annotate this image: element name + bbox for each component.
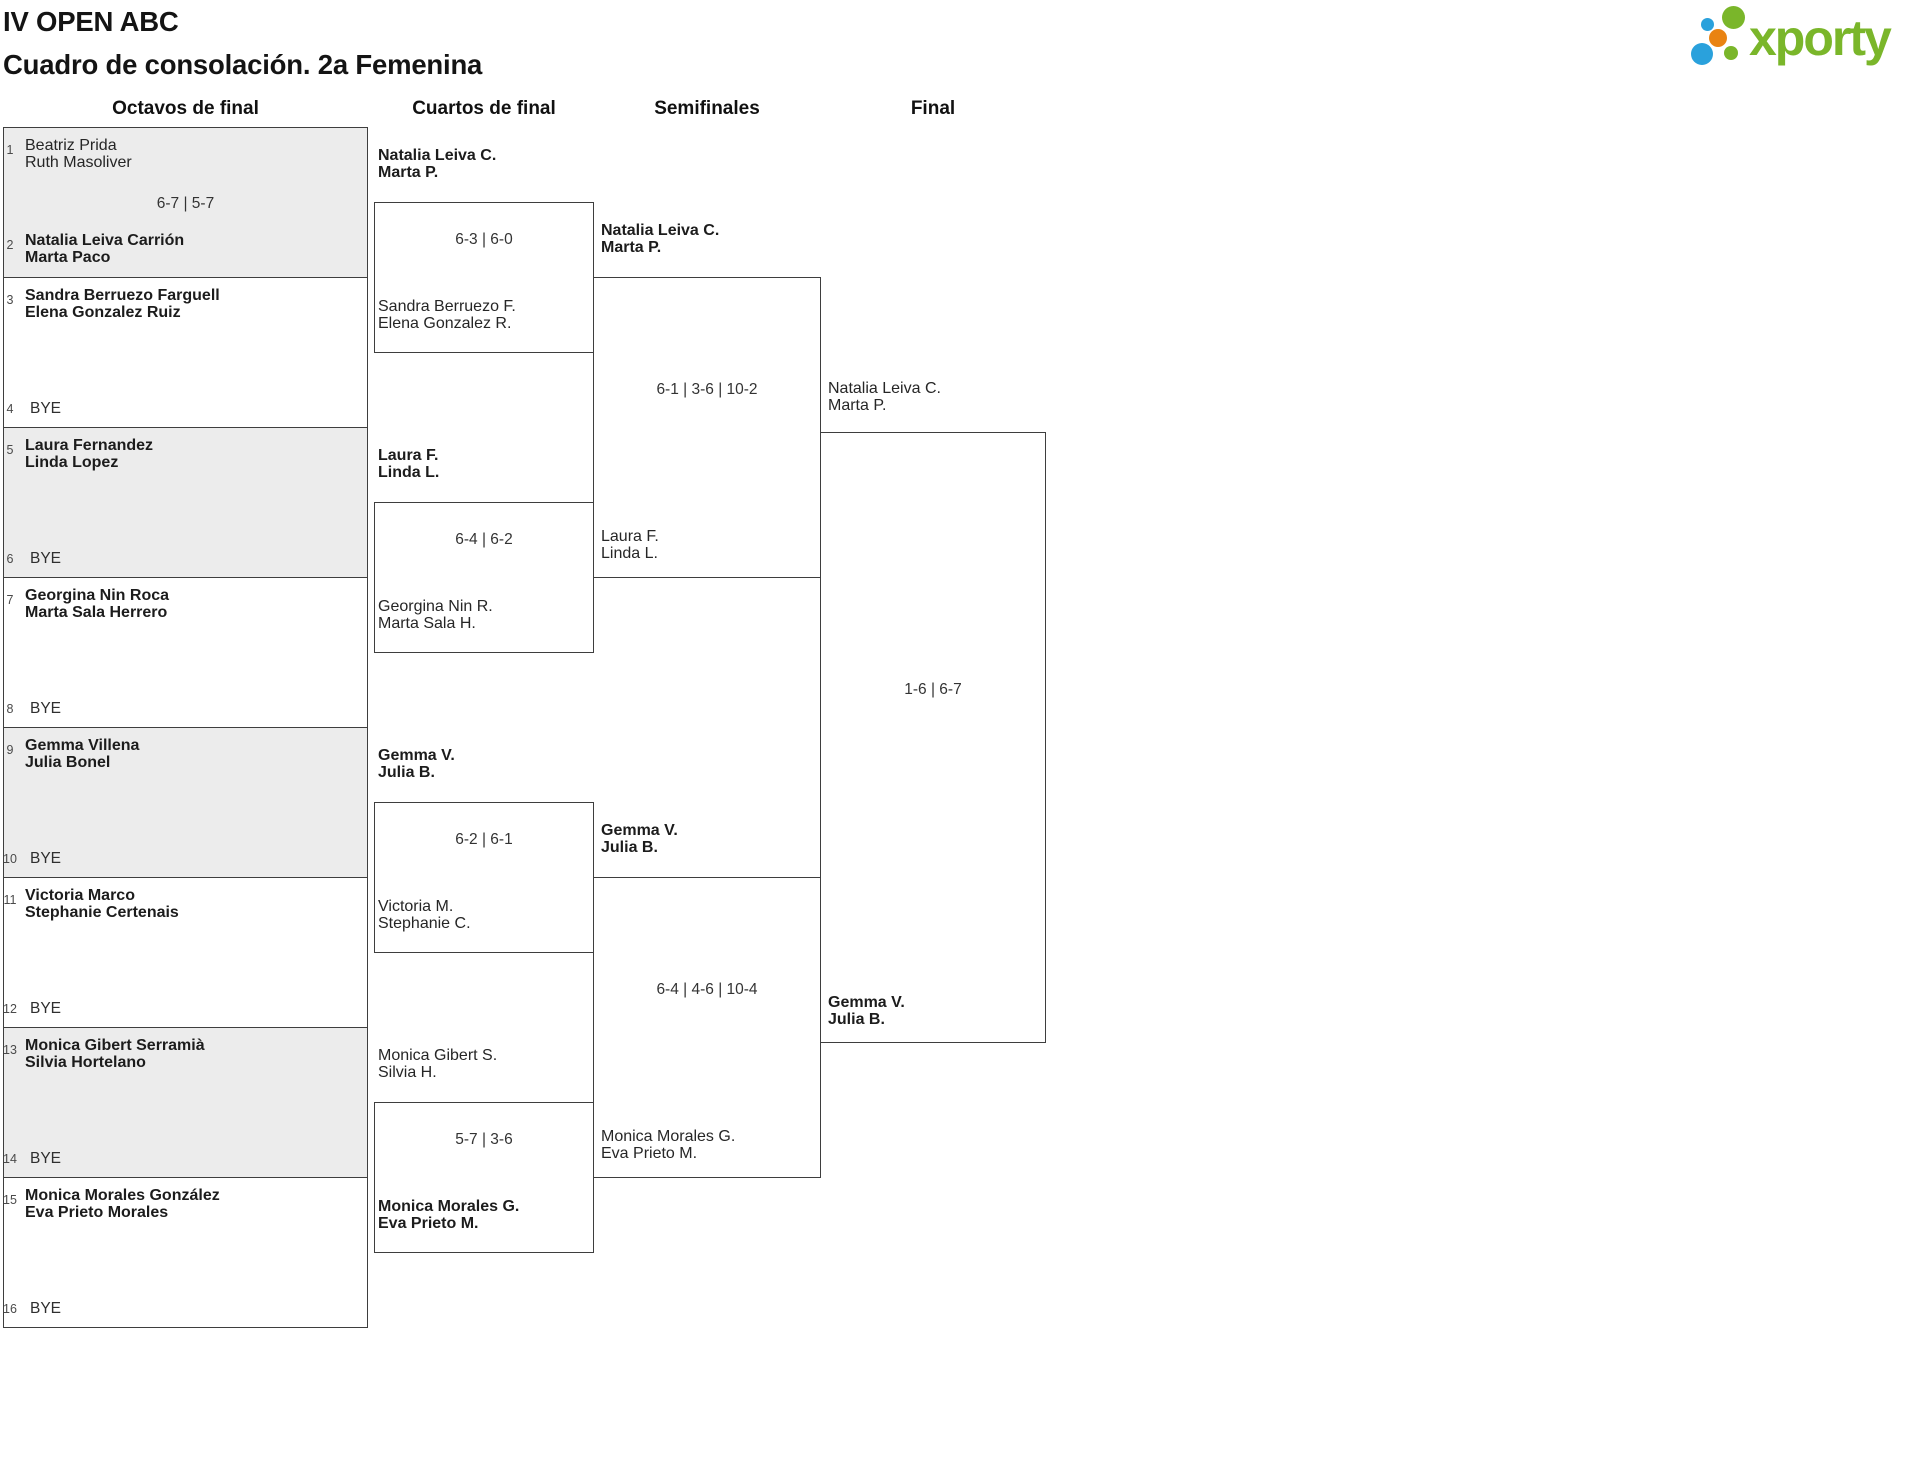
column-header-semifinales: Semifinales [654, 98, 760, 119]
match-score: 6-2 | 6-1 [455, 831, 513, 848]
team-name-line: Silvia H. [378, 1064, 437, 1081]
team-name-line: Natalia Leiva Carrión [25, 232, 185, 249]
orange-dot-icon [1709, 29, 1727, 47]
bye-label: BYE [30, 700, 62, 717]
match-score: 5-7 | 3-6 [455, 1131, 513, 1148]
match-score: 1-6 | 6-7 [904, 681, 962, 698]
team-name-line: Julia Bonel [25, 754, 111, 771]
team-name-line: Stephanie Certenais [25, 904, 179, 921]
seed-number: 4 [6, 402, 14, 416]
match-score: 6-4 | 4-6 | 10-4 [656, 981, 758, 998]
team-name-line: Monica Morales González [25, 1187, 220, 1204]
column-header-final: Final [910, 98, 956, 119]
team-name-line: Monica Gibert Serramià [25, 1037, 205, 1054]
bye-label: BYE [30, 1300, 62, 1317]
team-name-line: Monica Morales G. [601, 1128, 736, 1145]
match-score: 6-7 | 5-7 [156, 195, 215, 212]
team-name-line: Natalia Leiva C. [378, 147, 497, 164]
team-name-line: Stephanie C. [378, 915, 471, 932]
page-title-line2: Cuadro de consolación. 2a Femenina [3, 49, 483, 80]
team-name-line: Beatriz Prida [25, 137, 117, 154]
team-name-line: Georgina Nin R. [378, 598, 493, 615]
xporty-logo[interactable]: xporty [1678, 0, 1920, 70]
green-dot-small-icon [1724, 46, 1738, 60]
semifinal-box [593, 277, 821, 578]
team-name-line: Linda L. [378, 464, 440, 481]
seed-number: 13 [3, 1043, 17, 1057]
team-name-line: Gemma V. [601, 822, 678, 839]
team-name-line: Eva Prieto M. [378, 1215, 479, 1232]
bye-label: BYE [30, 850, 62, 867]
seed-number: 10 [3, 852, 17, 866]
octavos-match-cell [3, 877, 368, 1028]
team-name-line: Gemma Villena [25, 737, 140, 754]
team-name-line: Sandra Berruezo F. [378, 298, 516, 315]
seed-number: 8 [6, 702, 14, 716]
seed-number: 12 [3, 1002, 17, 1016]
team-name-line: Monica Gibert S. [378, 1047, 498, 1064]
blue-dot-small-icon [1700, 17, 1714, 31]
team-name-line: Marta Paco [25, 249, 111, 266]
match-score: 6-4 | 6-2 [455, 531, 513, 548]
team-name-line: Elena Gonzalez Ruiz [25, 304, 181, 321]
team-name-line: Gemma V. [378, 747, 455, 764]
seed-number: 3 [6, 293, 14, 307]
page-title-line1: IV OPEN ABC [3, 6, 179, 37]
team-name-line: Eva Prieto Morales [25, 1204, 169, 1221]
team-name-line: Gemma V. [828, 994, 905, 1011]
octavos-match-cell [3, 127, 368, 278]
team-name-line: Linda Lopez [25, 454, 119, 471]
team-name-line: Julia B. [828, 1011, 885, 1028]
octavos-match-cell [3, 1177, 368, 1328]
team-name-line: Victoria M. [378, 898, 454, 915]
team-name-line: Georgina Nin Roca [25, 587, 170, 604]
team-name-line: Linda L. [601, 545, 658, 562]
brand-wordmark: xporty [1749, 10, 1892, 66]
team-name-line: Monica Morales G. [378, 1198, 520, 1215]
seed-number: 9 [6, 743, 14, 757]
bye-label: BYE [30, 550, 62, 567]
column-header-cuartos: Cuartos de final [412, 98, 556, 119]
team-name-line: Marta P. [378, 164, 439, 181]
team-name-line: Laura F. [601, 528, 659, 545]
team-name-line: Marta P. [601, 239, 662, 256]
team-name-line: Natalia Leiva C. [828, 380, 941, 397]
team-name-line: Elena Gonzalez R. [378, 315, 512, 332]
seed-number: 6 [6, 552, 14, 566]
team-name-line: Julia B. [601, 839, 658, 856]
team-name-line: Victoria Marco [25, 887, 135, 904]
team-name-line: Natalia Leiva C. [601, 222, 720, 239]
team-name-line: Silvia Hortelano [25, 1054, 146, 1071]
team-name-line: Marta Sala Herrero [25, 604, 168, 621]
team-name-line: Eva Prieto M. [601, 1145, 698, 1162]
team-name-line: Marta P. [828, 397, 887, 414]
team-name-line: Julia B. [378, 764, 435, 781]
seed-number: 11 [3, 893, 17, 907]
bye-label: BYE [30, 1000, 62, 1017]
team-name-line: Laura Fernandez [25, 437, 154, 454]
bye-label: BYE [30, 1150, 62, 1167]
seed-number: 2 [6, 238, 14, 252]
seed-number: 7 [6, 593, 14, 607]
final-box [820, 432, 1046, 1043]
team-name-line: Ruth Masoliver [25, 154, 132, 171]
seed-number: 1 [6, 143, 14, 157]
blue-dot-large-icon [1691, 43, 1713, 65]
seed-number: 15 [3, 1193, 17, 1207]
team-name-line: Laura F. [378, 447, 439, 464]
team-name-line: Marta Sala H. [378, 615, 476, 632]
octavos-match-cell [3, 577, 368, 728]
match-score: 6-1 | 3-6 | 10-2 [656, 381, 758, 398]
bye-label: BYE [30, 400, 62, 417]
seed-number: 14 [3, 1152, 17, 1166]
octavos-match-cell [3, 277, 368, 428]
green-dot-large-icon [1721, 5, 1745, 29]
match-score: 6-3 | 6-0 [455, 231, 513, 248]
seed-number: 16 [3, 1302, 17, 1316]
column-header-octavos: Octavos de final [112, 98, 259, 119]
team-name-line: Sandra Berruezo Farguell [25, 287, 220, 304]
seed-number: 5 [6, 443, 14, 457]
